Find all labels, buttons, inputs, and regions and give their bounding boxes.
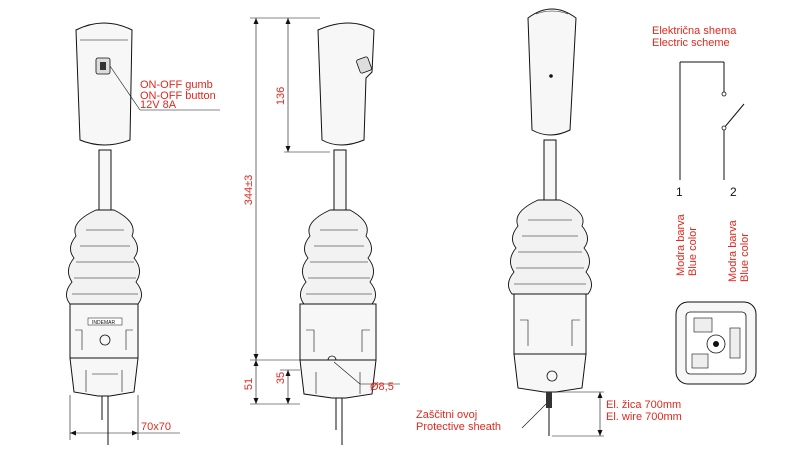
side-button-icon bbox=[356, 56, 372, 74]
side-view bbox=[250, 17, 400, 445]
wire-2-color-line1: Modra barva bbox=[727, 219, 739, 282]
scheme-title-line1: Električna shema bbox=[652, 25, 737, 37]
wire-2-color-line2: Blue color bbox=[739, 233, 751, 282]
dimension-base-label: 51 bbox=[243, 378, 255, 390]
electric-scheme bbox=[679, 61, 745, 180]
rear-view bbox=[508, 8, 604, 437]
button-label-line3: 12V 8A bbox=[140, 99, 177, 111]
wire-1-color-line1: Modra barva bbox=[675, 213, 687, 276]
wire-1-number: 1 bbox=[676, 185, 683, 199]
wire-2-number: 2 bbox=[730, 185, 737, 199]
bottom-view bbox=[675, 301, 757, 385]
sheath-label-line2: Protective sheath bbox=[416, 421, 501, 433]
button-label-line1: ON-OFF gumb bbox=[140, 79, 213, 91]
wire-label-line1: El. žica 700mm bbox=[606, 399, 681, 411]
dimension-handle-label: 136 bbox=[275, 87, 287, 105]
sheath-label-line1: Zaščitni ovoj bbox=[416, 409, 477, 421]
button-label-line2: ON-OFF button bbox=[140, 90, 216, 102]
front-view bbox=[66, 22, 220, 445]
scheme-title-line2: Electric scheme bbox=[652, 37, 730, 49]
dimension-hole-label: Ø8,5 bbox=[370, 381, 394, 393]
brand-plate: INDEMAR bbox=[92, 320, 115, 326]
wire-1-color-line2: Blue color bbox=[687, 227, 699, 276]
dimension-square-label: 70x70 bbox=[141, 421, 171, 433]
on-off-button-icon bbox=[95, 57, 111, 75]
dimension-flange-label: 35 bbox=[275, 372, 287, 384]
dimension-square bbox=[69, 395, 180, 440]
dimension-total bbox=[250, 17, 320, 360]
dimension-flange bbox=[280, 369, 300, 404]
wire-label-line2: El. wire 700mm bbox=[606, 411, 682, 423]
dimension-total-label: 344±3 bbox=[243, 175, 255, 206]
dimension-base bbox=[250, 359, 300, 405]
dimension-handle bbox=[284, 18, 330, 153]
